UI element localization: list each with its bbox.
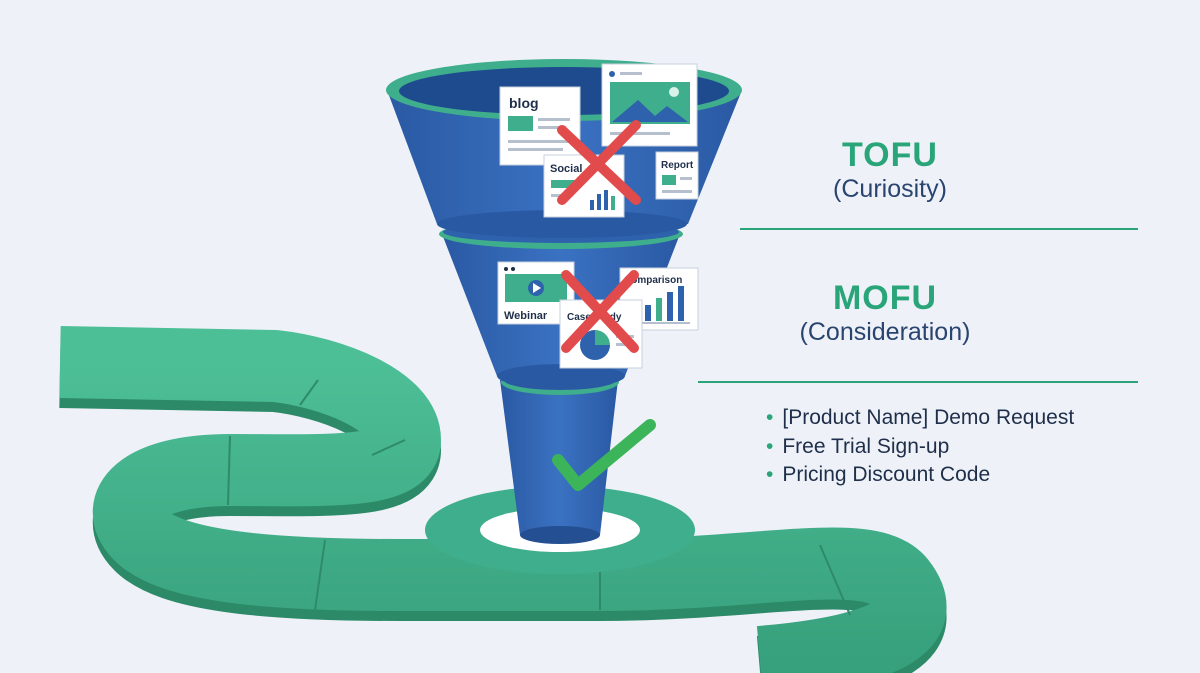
mofu-cross-icon	[561, 270, 639, 353]
report-card-label: Report	[661, 160, 694, 171]
webinar-card: Webinar	[497, 261, 575, 325]
mofu-cards: Webinar Comparison Case Study	[497, 261, 699, 369]
tofu-subtitle: (Curiosity)	[833, 175, 947, 203]
bofu-item: •Free Trial Sign-up	[766, 434, 950, 458]
tofu-title: TOFU	[842, 136, 938, 174]
mofu-label-group: MOFU (Consideration)	[760, 279, 1010, 347]
tofu-cross-icon	[557, 120, 641, 205]
mofu-title: MOFU	[832, 279, 938, 317]
journey-path	[59, 326, 947, 673]
webinar-card-label: Webinar	[504, 310, 548, 322]
comparison-card-label: Comparison	[624, 275, 682, 286]
blog-card: blog	[499, 86, 581, 166]
blog-card-label: blog	[509, 95, 539, 111]
tofu-label-group: TOFU (Curiosity)	[790, 136, 990, 204]
tofu-cards: blog Social Report	[499, 63, 699, 218]
stage-dividers	[698, 228, 1138, 383]
bofu-item-list: •[Product Name] Demo Request •Free Trial…	[766, 404, 1074, 490]
image-card	[601, 63, 698, 147]
social-card: Social	[543, 154, 625, 218]
bofu-check-icon	[552, 419, 656, 491]
bofu-item: •Pricing Discount Code	[766, 463, 991, 486]
bofu-item: •[Product Name] Demo Request	[766, 406, 1075, 429]
mofu-subtitle: (Consideration)	[799, 318, 971, 346]
social-card-label: Social	[550, 163, 582, 175]
report-card: Report	[655, 151, 699, 200]
